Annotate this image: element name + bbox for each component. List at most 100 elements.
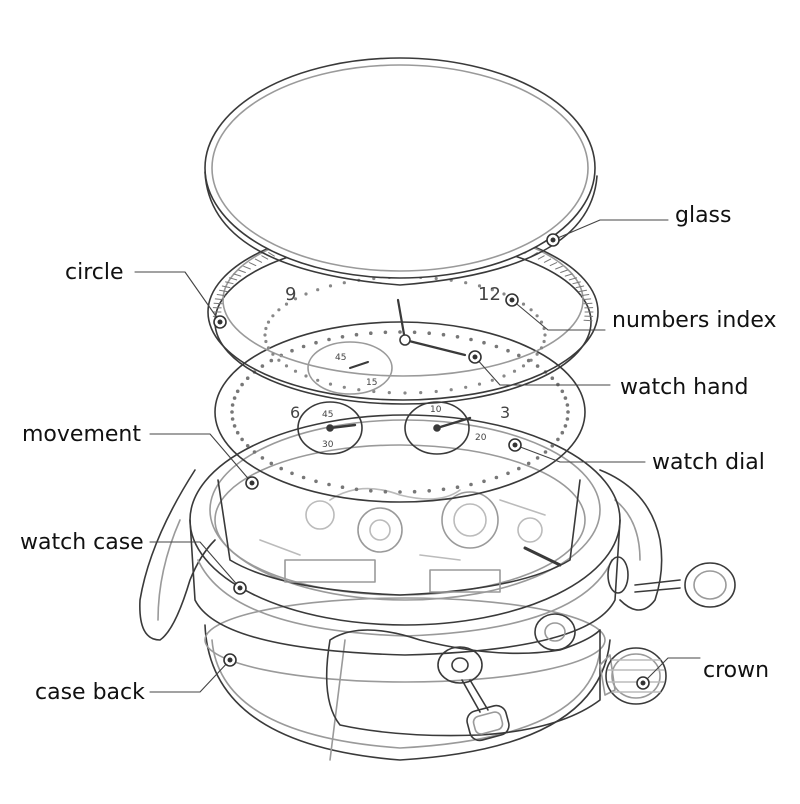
label-watch-hand: watch hand <box>620 377 748 399</box>
leader-watch-case <box>150 542 240 588</box>
index-dot <box>264 327 267 330</box>
leader-glass <box>553 220 668 240</box>
dial-index-dot <box>398 330 402 334</box>
dial-index-dot <box>536 456 540 460</box>
ring-tick <box>262 256 268 259</box>
dial-index-dot <box>384 490 388 494</box>
marker-glass <box>547 234 559 246</box>
case-back-part <box>205 598 610 760</box>
index-dot <box>536 353 539 356</box>
subdial-numeral-45: 45 <box>322 410 333 420</box>
dial-index-dot <box>246 444 250 448</box>
dial-index-dot <box>314 480 318 484</box>
dial-index-dot <box>506 349 510 353</box>
crown-part <box>600 648 666 704</box>
dial-index-dot <box>427 489 431 493</box>
index-dot <box>419 391 422 394</box>
dial-index-dot <box>384 331 388 335</box>
index-dot <box>304 374 307 377</box>
dial-index-dot <box>236 390 240 394</box>
dial-index-dot <box>544 450 548 454</box>
dial-index-dot <box>482 480 486 484</box>
ring-tick <box>565 274 572 276</box>
ring-tick <box>583 299 591 300</box>
label-watch-dial: watch dial <box>652 452 765 474</box>
ring-tick <box>255 259 261 262</box>
index-dot <box>329 383 332 386</box>
index-dot <box>357 388 360 391</box>
ring-tick <box>214 303 222 304</box>
index-dot <box>267 346 270 349</box>
dial-index-dot <box>290 472 294 476</box>
dial-index-dot <box>341 485 345 489</box>
dial-index-dot <box>442 488 446 492</box>
index-dot <box>530 308 533 311</box>
dial-index-dot <box>561 390 565 394</box>
marker-case-back <box>224 654 236 666</box>
dial-index-dot <box>231 403 235 407</box>
index-numeral-12: 12 <box>478 284 501 305</box>
dial-index-dot <box>233 396 237 400</box>
dial-index-dot <box>551 444 555 448</box>
index-dot <box>316 379 319 382</box>
dial-numeral-3: 3 <box>500 403 510 422</box>
dial-index-dot <box>413 490 417 494</box>
leader-watch-hand <box>475 357 610 385</box>
index-dot <box>329 284 332 287</box>
index-dot <box>530 359 533 362</box>
dial-index-dot <box>240 438 244 442</box>
dial-index-dot <box>369 489 373 493</box>
dial-index-dot <box>551 376 555 380</box>
index-dot <box>502 374 505 377</box>
dial-index-dot <box>253 450 257 454</box>
subdial-numeral-10: 10 <box>430 405 442 415</box>
ring-tick <box>556 266 563 269</box>
ring-tick <box>220 290 228 291</box>
dial-index-dot <box>270 462 274 466</box>
index-dot <box>543 340 546 343</box>
ring-tick <box>244 266 251 269</box>
marker-movement <box>246 477 258 489</box>
dial-index-dot <box>469 483 473 487</box>
dial-index-dot <box>290 349 294 353</box>
dial-index-dot <box>536 364 540 368</box>
index-dot <box>263 333 266 336</box>
dial-index-dot <box>341 335 345 339</box>
leader-circle <box>135 272 220 322</box>
ring-tick <box>579 290 587 291</box>
index-dot <box>536 314 539 317</box>
index-dot <box>478 383 481 386</box>
dial-index-dot <box>506 472 510 476</box>
leader-movement <box>150 434 252 483</box>
dial-index-dot <box>398 490 402 494</box>
dial-index-dot <box>355 333 359 337</box>
index-dot <box>464 386 467 389</box>
index-dot <box>271 314 274 317</box>
index-dot <box>267 321 270 324</box>
dial-index-dot <box>302 345 306 349</box>
index-dot <box>285 364 288 367</box>
ring-tick <box>550 263 557 266</box>
dial-index-dot <box>517 354 521 358</box>
index-dot <box>522 303 525 306</box>
ring-tick <box>584 303 592 304</box>
subdial-numeral-30: 30 <box>322 440 334 450</box>
dial-index-dot <box>233 424 237 428</box>
index-dot <box>502 292 505 295</box>
marker-watch-case <box>234 582 246 594</box>
index-dot <box>450 388 453 391</box>
index-dot <box>464 281 467 284</box>
ring-tick <box>239 270 246 273</box>
index-dot <box>435 390 438 393</box>
dial-index-dot <box>482 341 486 345</box>
movement-part <box>215 445 585 595</box>
ring-tick <box>544 259 550 262</box>
dial-index-dot <box>456 485 460 489</box>
dial-index-dot <box>427 331 431 335</box>
index-numeral-9: 9 <box>285 284 296 305</box>
dial-index-dot <box>236 431 240 435</box>
index-dot <box>435 277 438 280</box>
marker-watch-hand <box>469 351 481 363</box>
dial-index-dot <box>230 410 234 414</box>
upper-subdial-15: 15 <box>366 378 377 388</box>
